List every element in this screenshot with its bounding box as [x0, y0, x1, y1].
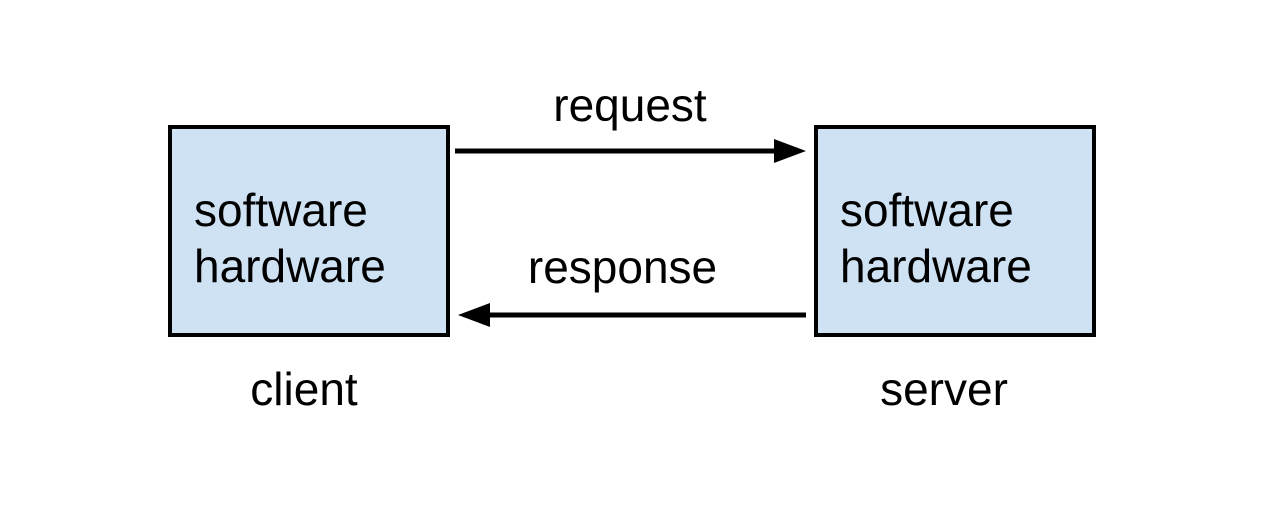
server-hardware-label: hardware — [840, 240, 1032, 292]
request-arrow — [455, 139, 806, 163]
request-label: request — [553, 79, 707, 131]
response-arrow — [458, 303, 806, 327]
request-arrow-head — [774, 139, 806, 163]
response-arrow-head — [458, 303, 490, 327]
client-caption: client — [250, 363, 358, 415]
server-caption: server — [880, 363, 1008, 415]
client-software-label: software — [194, 184, 368, 236]
client-hardware-label: hardware — [194, 240, 386, 292]
server-software-label: software — [840, 184, 1014, 236]
response-label: response — [527, 241, 718, 293]
server-box: software hardware — [814, 125, 1096, 337]
client-box: software hardware — [168, 125, 450, 337]
